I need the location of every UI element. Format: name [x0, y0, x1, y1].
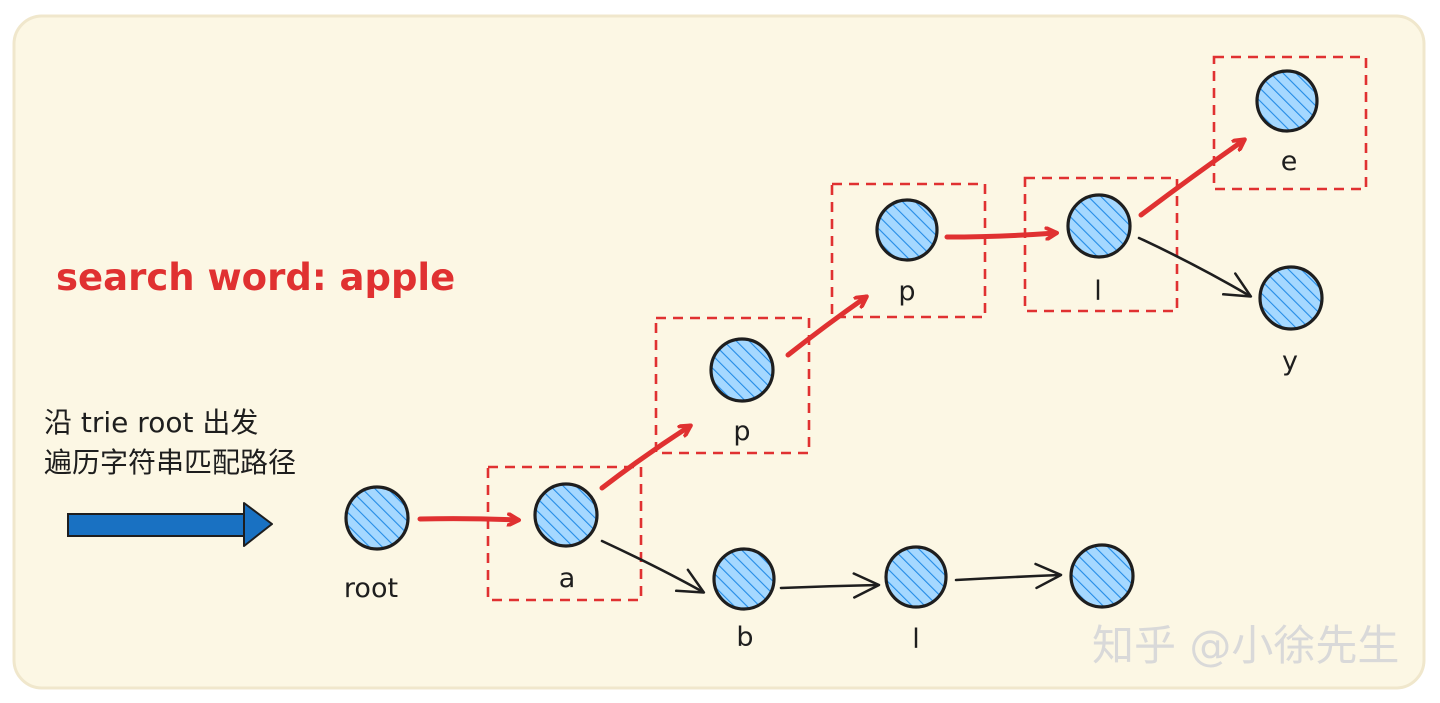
- node-a: [533, 482, 599, 548]
- edge-p2-l: [944, 233, 1056, 237]
- highlight-box-e: [1212, 55, 1368, 191]
- node-label-p2: p: [898, 276, 915, 307]
- edge-a-b: [600, 539, 706, 594]
- edge-root-a: [417, 519, 518, 520]
- highlight-box-l: [1023, 176, 1179, 313]
- node-label-a: a: [559, 563, 576, 594]
- node-root: [344, 485, 410, 551]
- node-label-root: root: [344, 573, 398, 604]
- node-label-e: e: [1281, 146, 1298, 177]
- edge-a-p1: [599, 426, 690, 491]
- node-label-p1: p: [733, 416, 750, 447]
- node-y: [1258, 265, 1324, 331]
- description-line-2: 遍历字符串匹配路径: [44, 446, 296, 479]
- description-line-1: 沿 trie root 出发: [44, 406, 258, 439]
- edge-l-e: [1138, 140, 1244, 218]
- highlight-boxes: [486, 55, 1368, 602]
- highlight-box-p1: [654, 316, 811, 455]
- edge-p1-p2: [785, 297, 866, 358]
- node-end: [1069, 543, 1135, 609]
- direction-arrow: [67, 502, 273, 547]
- highlight-box-p2: [830, 182, 987, 319]
- node-p2: [875, 198, 939, 262]
- edge-b-l2: [779, 572, 881, 599]
- node-l: [1066, 193, 1132, 259]
- node-label-b: b: [736, 622, 753, 653]
- node-label-l: l: [1094, 276, 1102, 307]
- edge-l-y: [1137, 236, 1253, 298]
- search-word-label: search word: apple: [56, 256, 455, 299]
- edge-l2-end: [954, 562, 1063, 590]
- node-p1: [709, 337, 775, 403]
- node-label-l2: l: [912, 624, 920, 655]
- watermark: 知乎 @小徐先生: [1092, 621, 1399, 670]
- node-l2: [884, 545, 948, 609]
- node-label-y: y: [1282, 346, 1298, 377]
- highlight-box-a: [486, 465, 643, 602]
- node-b: [712, 547, 776, 611]
- node-e: [1255, 69, 1319, 133]
